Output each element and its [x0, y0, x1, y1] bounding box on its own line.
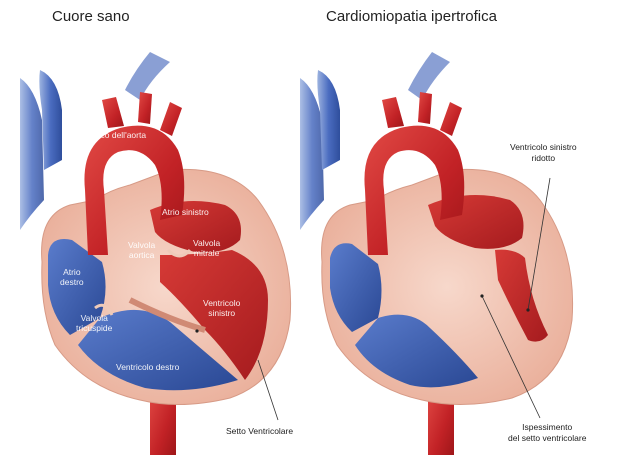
hcm-heart: [300, 52, 573, 455]
label-ventricolo-sinistro: Ventricolo sinistro: [203, 298, 240, 318]
label-arco-aorta: Arco dell'aorta: [92, 130, 146, 140]
label-atrio-sinistro: Atrio sinistro: [162, 207, 209, 217]
label-atrio-destro: Atrio destro: [60, 267, 84, 287]
label-ispessimento-setto: Ispessimento del setto ventricolare: [508, 422, 586, 444]
label-ventricolo-sinistro-ridotto: Ventricolo sinistro ridotto: [510, 142, 577, 164]
label-valvola-aortica: Valvola aortica: [128, 240, 155, 260]
label-ventricolo-destro: Ventricolo destro: [116, 362, 179, 372]
label-setto-ventricolare: Setto Ventricolare: [226, 426, 293, 437]
label-valvola-tricuspide: Valvola tricuspide: [76, 313, 112, 333]
healthy-heart: [20, 52, 291, 455]
label-valvola-mitrale: Valvola mitrale: [193, 238, 220, 258]
